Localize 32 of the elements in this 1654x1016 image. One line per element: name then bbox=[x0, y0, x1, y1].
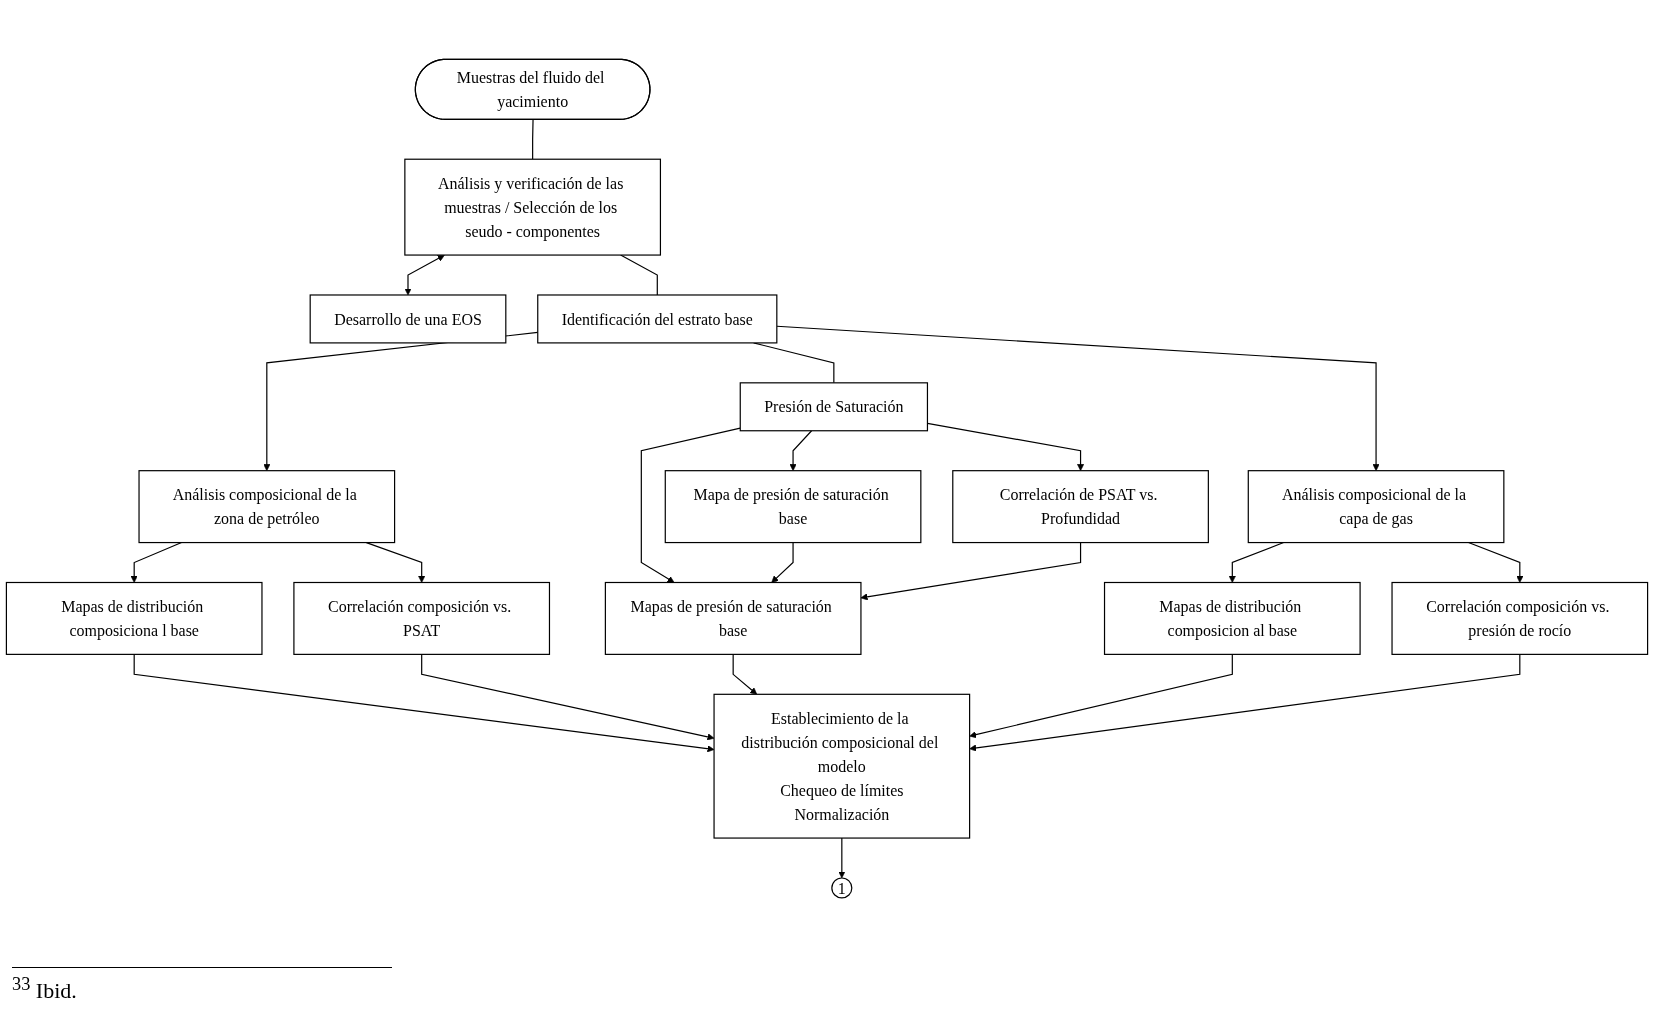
arrow bbox=[776, 325, 1380, 472]
arrow bbox=[130, 542, 183, 584]
node-box: Mapas de distribución composiciona l base bbox=[5, 582, 263, 656]
footnote: $^{33}$ Ibid. bbox=[12, 966, 392, 1004]
node-box: Correlación de PSAT vs. Profundidad bbox=[952, 470, 1209, 544]
node-box: Presión de Saturación bbox=[739, 382, 929, 432]
arrow bbox=[771, 542, 794, 584]
arrow bbox=[969, 654, 1521, 752]
node-box: Mapas de presión de saturación base bbox=[604, 582, 862, 656]
node-box: Correlación composición vs. PSAT bbox=[293, 582, 551, 656]
connector bbox=[532, 119, 534, 161]
node-circle: 1 bbox=[831, 877, 853, 899]
arrow bbox=[404, 255, 445, 296]
arrow bbox=[732, 654, 758, 695]
arrow bbox=[969, 654, 1233, 739]
connector bbox=[620, 254, 658, 296]
node-box: Mapa de presión de saturación base bbox=[664, 470, 922, 544]
node-box: Análisis composicional de la zona de petróleo bbox=[138, 470, 396, 544]
node-box: Establecimiento de la distribución composicional del modelo Chequeo de límites Normalización bbox=[713, 694, 971, 839]
arrow bbox=[860, 542, 1082, 601]
arrow bbox=[421, 654, 715, 741]
arrow bbox=[838, 837, 846, 879]
node-box: Mapas de distribución composicion al base bbox=[1103, 582, 1361, 656]
arrow bbox=[640, 427, 741, 584]
node-box: Identificación del estrato base bbox=[537, 294, 778, 344]
node-box: Análisis composicional de la capa de gas bbox=[1247, 470, 1505, 544]
arrow bbox=[365, 542, 426, 584]
arrow bbox=[789, 430, 813, 472]
node-box: Análisis y verificación de las muestras / Selección de los seudo - componentes bbox=[404, 158, 661, 256]
node-box: Desarrollo de una EOS bbox=[309, 294, 507, 344]
arrow bbox=[133, 654, 715, 753]
node-box: Correlación composición vs. presión de rocío bbox=[1391, 582, 1649, 656]
